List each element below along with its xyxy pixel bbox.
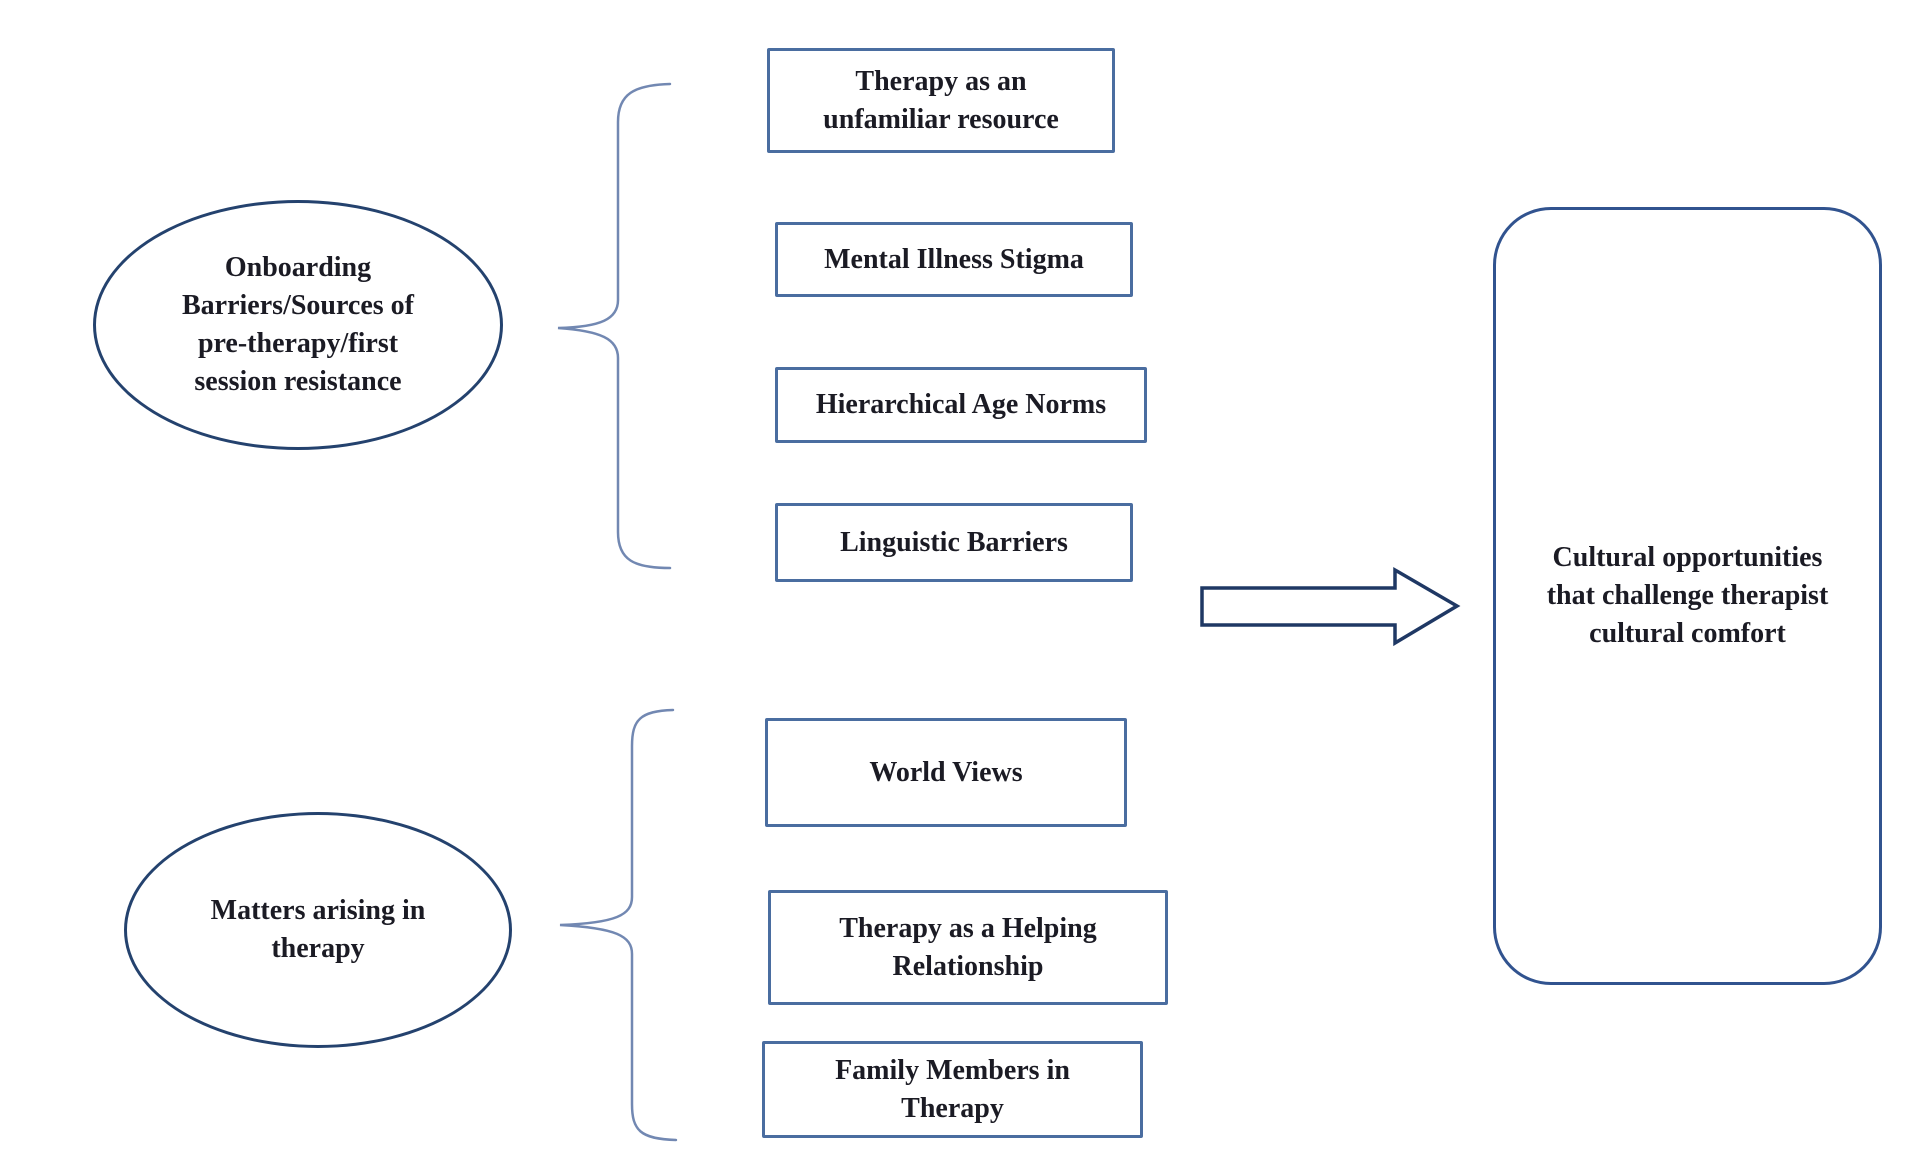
theme-box-line: Hierarchical Age Norms <box>815 389 1107 420</box>
outcome-box-line: cultural comfort <box>1589 618 1786 649</box>
theme-box-line: Mental Illness Stigma <box>824 243 1084 275</box>
ellipse-text-line: therapy <box>271 933 365 964</box>
outcome-box-cultural-opportunities: Cultural opportunities that challenge th… <box>1493 207 1882 985</box>
theme-box-line: Linguistic Barriers <box>840 526 1068 558</box>
theme-box-line: Family Members in <box>835 1054 1070 1086</box>
theme-box-text: World Views <box>869 754 1022 792</box>
theme-box-linguistic-barriers: Linguistic Barriers <box>775 503 1133 582</box>
theme-box-text: Linguistic Barriers <box>840 524 1068 562</box>
theme-box-text: Mental Illness Stigma <box>824 241 1084 279</box>
theme-box-line: Relationship <box>892 950 1044 982</box>
theme-box-text: Hierarchical Age Norms <box>816 386 1106 424</box>
ellipse-text-line: Barriers/Sources of <box>182 290 414 321</box>
ellipse-text: Matters arising in therapy <box>211 892 426 968</box>
theme-box-hierarchical-age-norms: Hierarchical Age Norms <box>775 367 1147 443</box>
outcome-box-text: Cultural opportunities that challenge th… <box>1547 539 1829 653</box>
theme-box-therapy-unfamiliar-resource: Therapy as an unfamiliar resource <box>767 48 1115 153</box>
theme-box-family-members-in-therapy: Family Members in Therapy <box>762 1041 1143 1138</box>
theme-box-line: Therapy as a Helping <box>839 912 1097 944</box>
ellipse-text: Onboarding Barriers/Sources of pre-thera… <box>182 249 414 401</box>
block-arrow-right-icon <box>1200 566 1461 647</box>
theme-box-line: Therapy <box>901 1092 1004 1124</box>
ellipse-text-line: Matters arising in <box>210 895 426 926</box>
theme-box-world-views: World Views <box>765 718 1127 827</box>
outcome-box-line: Cultural opportunities <box>1552 542 1823 573</box>
theme-box-text: Family Members in Therapy <box>835 1052 1070 1128</box>
ellipse-text-line: session resistance <box>194 366 402 397</box>
ellipse-text-line: Onboarding <box>224 252 372 283</box>
ellipse-text-line: pre-therapy/first <box>197 328 399 359</box>
theme-box-text: Therapy as a Helping Relationship <box>839 910 1096 986</box>
curly-brace-upper-icon <box>557 82 672 570</box>
theme-box-therapy-helping-relationship: Therapy as a Helping Relationship <box>768 890 1168 1005</box>
curly-brace-lower-icon <box>559 708 678 1142</box>
theme-box-line: Therapy as an <box>855 65 1027 97</box>
theme-box-line: World Views <box>869 756 1023 788</box>
source-ellipse-onboarding-barriers: Onboarding Barriers/Sources of pre-thera… <box>93 200 503 450</box>
theme-box-text: Therapy as an unfamiliar resource <box>823 63 1059 139</box>
theme-box-mental-illness-stigma: Mental Illness Stigma <box>775 222 1133 297</box>
outcome-box-line: that challenge therapist <box>1546 580 1829 611</box>
theme-box-line: unfamiliar resource <box>823 103 1059 135</box>
source-ellipse-matters-arising: Matters arising in therapy <box>124 812 512 1048</box>
